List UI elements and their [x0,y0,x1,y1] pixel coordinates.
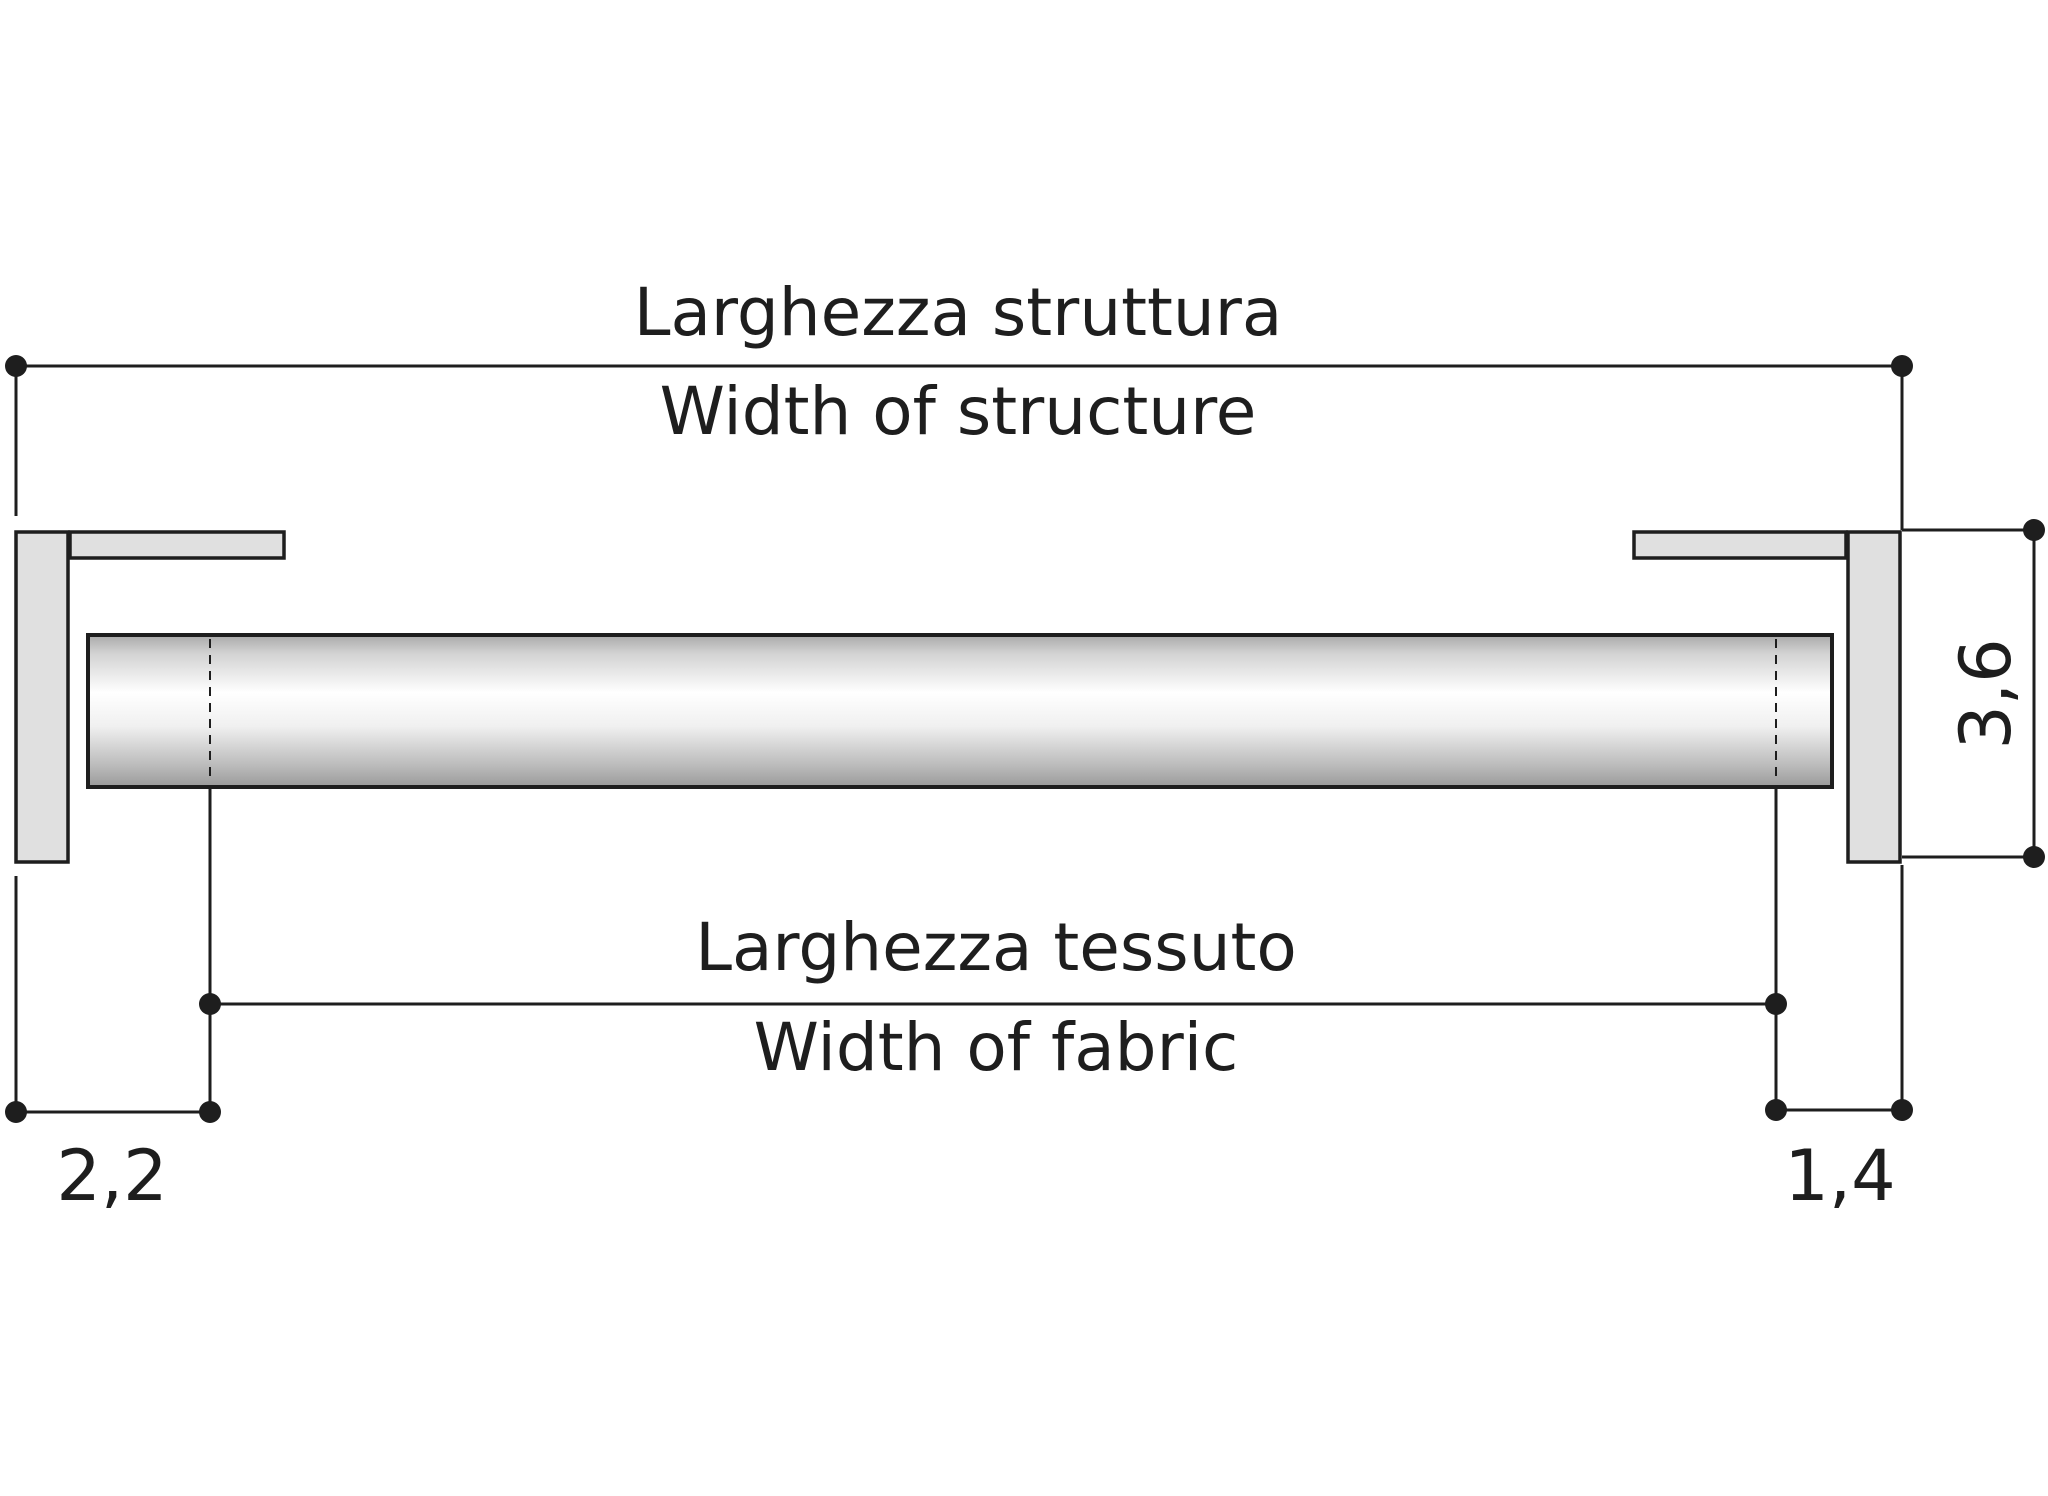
height-dimension: 3,6 [1945,519,2045,868]
right-offset-value: 1,4 [1784,1135,1895,1217]
left-bracket [14,530,286,864]
left-offset-value: 2,2 [56,1135,167,1217]
fabric-width-label-en: Width of fabric [754,1009,1239,1086]
height-end-point [2023,846,2045,868]
left-offset-end-point [199,1101,221,1123]
right-offset-start-point [1765,1099,1787,1121]
fabric-width-start-point [199,993,221,1015]
left-offset-dimension: 2,2 [5,1101,221,1217]
fabric-width-dimension: Larghezza tessuto Width of fabric [199,909,1787,1086]
roller-tube [86,633,1834,789]
structure-width-label-en: Width of structure [660,373,1257,450]
fabric-width-label-it: Larghezza tessuto [695,909,1297,986]
right-bracket [1632,530,1902,864]
structure-width-label-it: Larghezza struttura [634,274,1283,351]
fabric-width-end-point [1765,993,1787,1015]
extension-lines [14,366,2036,1112]
height-start-point [2023,519,2045,541]
structure-width-dimension: Larghezza struttura Width of structure [5,274,1913,450]
left-offset-start-point [5,1101,27,1123]
right-offset-dimension: 1,4 [1765,1099,1913,1217]
height-value: 3,6 [1945,638,2027,749]
right-offset-end-point [1891,1099,1913,1121]
